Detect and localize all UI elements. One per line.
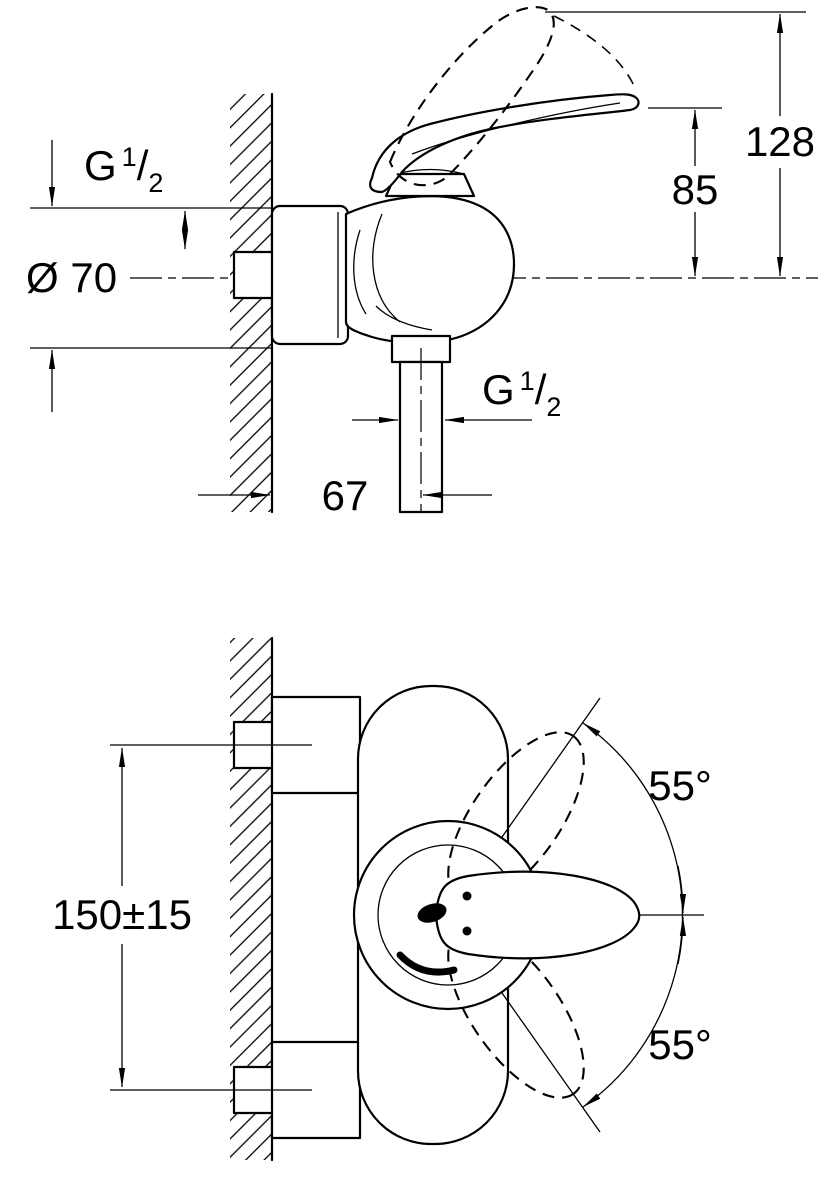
axis-line-upper: [501, 697, 601, 838]
body-inner-curve-3: [375, 305, 433, 331]
lever-detail-line: [411, 102, 621, 155]
lever-handle-top: [434, 870, 641, 960]
dim-label-55-lower: 55°: [648, 1021, 712, 1068]
angle-arc: [582, 722, 684, 1108]
top-view: 150±15 55° 55°: [52, 636, 712, 1162]
dim-label-diameter-70: Ø 70: [26, 254, 117, 301]
wall-section-side: [230, 92, 274, 514]
axis-line-lower: [501, 992, 601, 1133]
dim-label-67: 67: [322, 472, 369, 519]
escutcheon-side: [270, 204, 350, 346]
outlet-shaft: [398, 360, 444, 514]
handle-dot-upper: [462, 891, 472, 901]
dimensions-top: 150±15 55° 55°: [52, 722, 712, 1108]
faucet-top: [110, 684, 704, 1146]
dim-label-55-upper: 55°: [648, 762, 712, 809]
handle-base-mark: [417, 903, 447, 923]
dim-label-128: 128: [745, 118, 815, 165]
angle-arc-mid-upper-arrow: [677, 865, 686, 914]
angle-arc-mid-lower-arrow: [677, 916, 686, 965]
lever-motion-arc: [553, 15, 637, 91]
dim-label-150: 150±15: [52, 891, 192, 938]
body-inner-curve-2: [372, 213, 401, 323]
body-inner-curve-1: [353, 229, 367, 315]
handle-dot-lower: [462, 926, 472, 936]
mixer-body-outline: [344, 195, 516, 344]
faucet-side: [232, 6, 640, 514]
dim-label-85: 85: [672, 166, 719, 213]
wall-hatch-side: [230, 94, 272, 512]
handle-base-arc-mark: [396, 951, 458, 976]
